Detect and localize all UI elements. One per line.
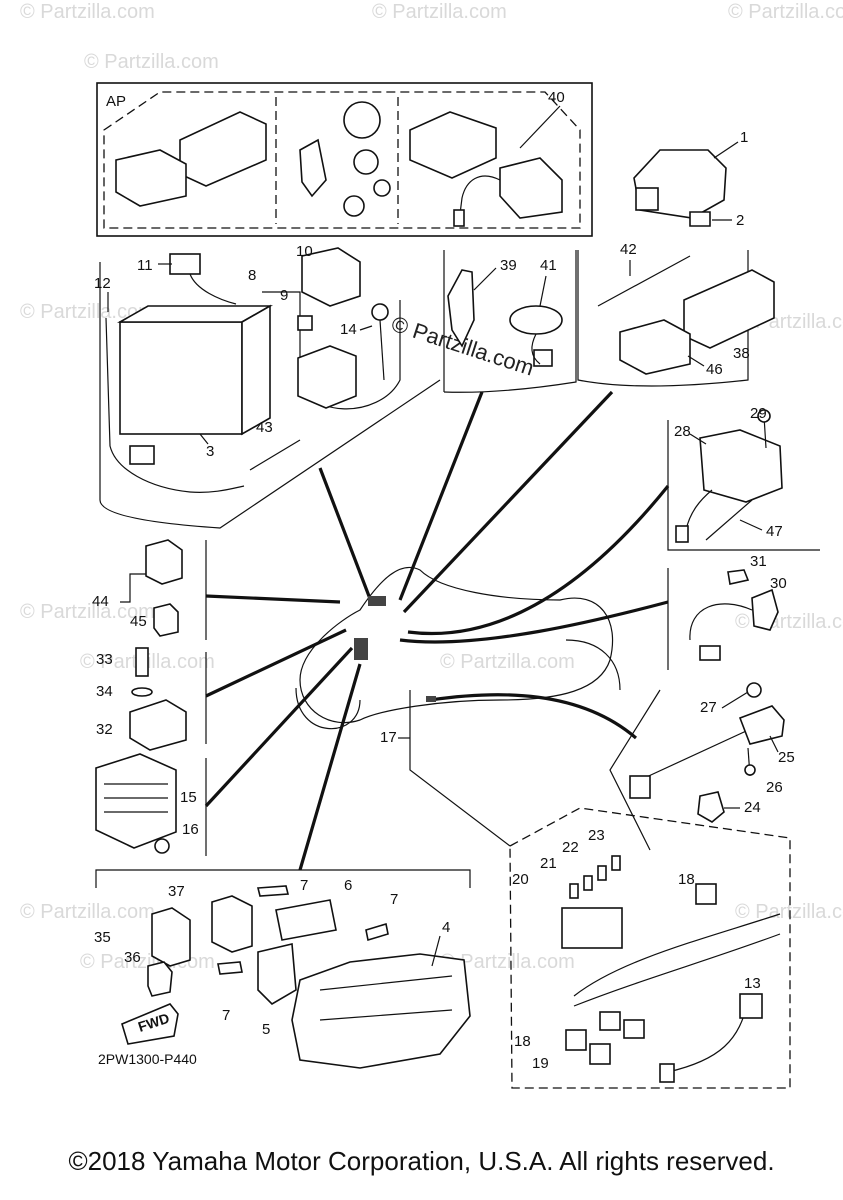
callout-7c: 7 (222, 1007, 230, 1024)
callout-47: 47 (766, 523, 783, 540)
callout-38: 38 (733, 345, 750, 362)
ecu-assembly-group: 1 2 (633, 129, 748, 229)
battery-group: 11 12 3 10 8 9 14 43 (94, 243, 441, 529)
callout-29: 29 (750, 405, 767, 422)
callout-3: 3 (206, 443, 214, 460)
callout-45: 45 (130, 613, 147, 630)
diagram-code: 2PW1300-P440 (98, 1051, 197, 1067)
callout-42: 42 (620, 241, 637, 258)
callout-1: 1 (740, 129, 748, 146)
watermark: © Partzilla.com (84, 51, 219, 73)
callout-9: 9 (280, 287, 288, 304)
watermark: © Partzilla.com (728, 1, 843, 23)
sensor-28-group: 29 28 47 (667, 405, 820, 551)
callout-5: 5 (262, 1021, 270, 1038)
copyright-notice: ©2018 Yamaha Motor Corporation, U.S.A. A… (68, 1146, 775, 1176)
callout-39: 39 (500, 257, 517, 274)
harness-fuse-group: 17 18 20 21 22 23 18 19 13 (380, 690, 791, 1089)
watermark: © Partzilla.com (735, 901, 843, 923)
callout-31: 31 (750, 553, 767, 570)
callout-13: 13 (744, 975, 761, 992)
callout-44: 44 (92, 593, 109, 610)
callout-43: 43 (256, 419, 273, 436)
callout-2: 2 (736, 212, 744, 229)
callout-32: 32 (96, 721, 113, 738)
callout-41: 41 (540, 257, 557, 274)
callout-24: 24 (744, 799, 761, 816)
watermark: © Partzilla.com (20, 301, 155, 323)
callout-19: 19 (532, 1055, 549, 1072)
callout-27: 27 (700, 699, 717, 716)
sensor-32-group: 33 34 32 (96, 647, 207, 751)
watermark: © Partzilla.com (372, 1, 507, 23)
callout-4: 4 (442, 919, 450, 936)
watermark: © Partzilla.com (20, 901, 155, 923)
callout-21: 21 (540, 855, 557, 872)
callout-36: 36 (124, 949, 141, 966)
key-horn-group: 39 41 (443, 250, 577, 393)
sensor-25-group: 27 25 26 24 (609, 682, 795, 851)
callout-7b: 7 (390, 891, 398, 908)
callout-16: 16 (182, 821, 199, 838)
callout-25: 25 (778, 749, 795, 766)
callout-30: 30 (770, 575, 787, 592)
callout-28: 28 (674, 423, 691, 440)
ap-label: AP (106, 93, 126, 110)
callout-23: 23 (588, 827, 605, 844)
callout-22: 22 (562, 839, 579, 856)
ap-inset: AP 40 (96, 82, 593, 237)
callout-34: 34 (96, 683, 113, 700)
callout-17: 17 (380, 729, 397, 746)
watermark: © Partzilla.com (20, 601, 155, 623)
callout-26: 26 (766, 779, 783, 796)
callout-10: 10 (296, 243, 313, 260)
relay-44-group: 44 45 (92, 539, 207, 640)
callout-15: 15 (180, 789, 197, 806)
bracket-group: 35 36 37 FWD 7 6 7 7 5 4 2PW1300-P440 (94, 869, 471, 1069)
callout-40: 40 (548, 89, 565, 106)
harness-leaders (204, 390, 670, 871)
watermark: © Partzilla.com (735, 611, 843, 633)
callout-18b: 18 (514, 1033, 531, 1050)
watermark: © Partzilla.com (440, 951, 575, 973)
callout-18: 18 (678, 871, 695, 888)
callout-11: 11 (137, 257, 153, 274)
callout-35: 35 (94, 929, 111, 946)
ecu-38-group: 42 38 46 (577, 241, 775, 387)
callout-20: 20 (512, 871, 529, 888)
callout-33: 33 (96, 651, 113, 668)
callout-46: 46 (706, 361, 723, 378)
sensor-30-group: 31 30 (667, 553, 787, 670)
callout-8: 8 (248, 267, 256, 284)
callout-6: 6 (344, 877, 352, 894)
callout-37: 37 (168, 883, 185, 900)
watermark: © Partzilla.com (20, 1, 155, 23)
callout-7a: 7 (300, 877, 308, 894)
rectifier-15-group: 15 16 (95, 753, 207, 856)
callout-14: 14 (340, 321, 357, 338)
callout-12: 12 (94, 275, 111, 292)
watermark: © Partzilla.com (440, 651, 575, 673)
